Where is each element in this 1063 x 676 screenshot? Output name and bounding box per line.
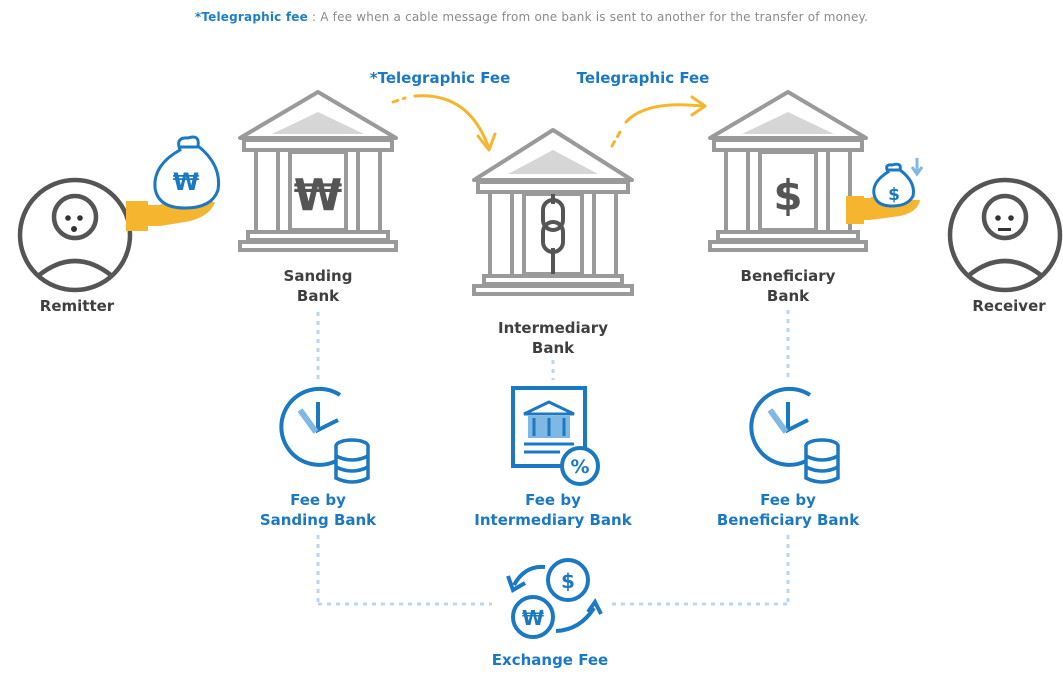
sending-fee-coins-icon <box>334 438 370 484</box>
intermediary-fee-document-icon <box>511 386 600 486</box>
receiver-face <box>995 215 1014 231</box>
won-symbol-bank: ₩ <box>294 170 343 221</box>
telegraphic-arrow-right <box>610 95 707 148</box>
fee-sending-bank-label: Fee by Sanding Bank <box>259 491 377 529</box>
percent-symbol: % <box>570 456 589 478</box>
intermediary-bank-icon <box>472 128 634 296</box>
dollar-symbol-bank: $ <box>773 171 802 220</box>
sending-bank-icon <box>238 90 398 252</box>
remitter-hand-icon <box>126 135 221 231</box>
dollar-symbol-bag: $ <box>888 185 900 205</box>
fee-beneficiary-bank-label: Fee by Beneficiary Bank <box>716 491 860 529</box>
exchange-fee-icon <box>506 558 603 639</box>
note-text: A fee when a cable message from one bank… <box>320 10 869 24</box>
fee-intermediary-bank-label: Fee by Intermediary Bank <box>474 491 632 529</box>
remitter-icon <box>17 177 133 293</box>
receiver-label: Receiver <box>972 297 1046 315</box>
telegraphic-fee-label-left: *Telegraphic Fee <box>369 69 511 87</box>
sending-bank-label: Sanding Bank <box>283 267 353 305</box>
beneficiary-fee-coins-icon <box>804 438 840 484</box>
intermediary-bank-label: Intermediary Bank <box>498 319 608 357</box>
receiver-icon <box>947 177 1063 293</box>
remitter-label: Remitter <box>39 297 115 315</box>
telegraphic-fee-note: *Telegraphic fee : A fee when a cable me… <box>0 10 1063 24</box>
beneficiary-bank-icon <box>708 90 868 252</box>
telegraphic-arrow-left <box>391 94 497 152</box>
beneficiary-bank-label: Beneficiary Bank <box>740 267 836 305</box>
note-separator: : <box>307 10 321 24</box>
exchange-fee-label: Exchange Fee <box>491 651 609 669</box>
won-symbol-bag: ₩ <box>173 168 200 196</box>
remitter-face <box>65 215 83 232</box>
beneficiary-hand-icon <box>846 158 924 224</box>
note-term: *Telegraphic fee <box>194 10 308 24</box>
exchange-won-symbol: ₩ <box>522 606 544 630</box>
telegraphic-fee-label-right: Telegraphic Fee <box>576 69 710 87</box>
exchange-dollar-symbol: $ <box>561 569 575 593</box>
dashed-connectors <box>316 310 790 606</box>
